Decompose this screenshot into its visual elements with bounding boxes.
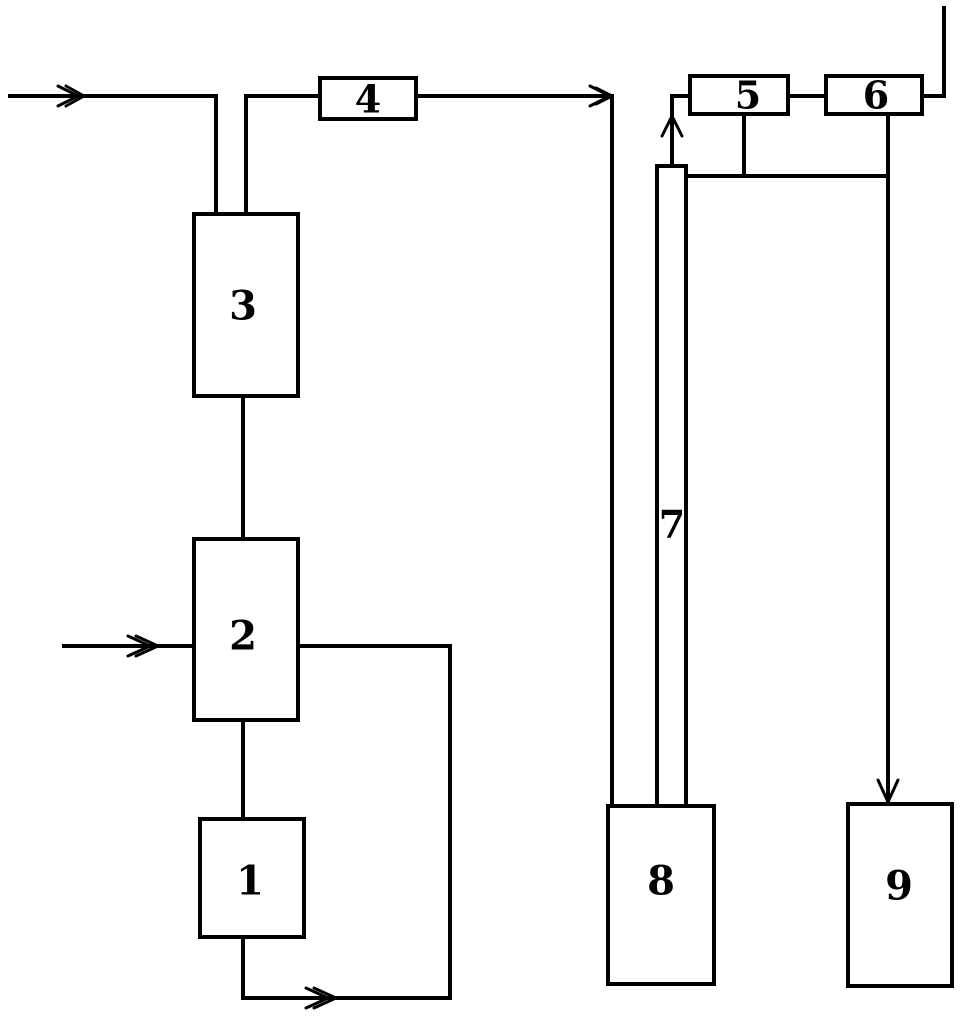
arrow-top-inlet-2	[64, 84, 86, 108]
unit-6: 6	[824, 73, 924, 118]
unit-6-label: 6	[863, 73, 889, 118]
unit-9-box	[846, 802, 954, 988]
unit-8-box	[606, 804, 716, 986]
unit-1: 1	[198, 817, 306, 939]
arrow-feed-2-b	[134, 634, 160, 658]
arrow-top-inlet	[56, 84, 80, 108]
left-pipes	[8, 94, 614, 1000]
unit-8-label: 8	[647, 858, 675, 905]
equipment: 3 2 1 4 5 6 8 9 7	[192, 73, 954, 988]
arrow-up-7	[660, 114, 684, 138]
unit-5-box	[688, 74, 790, 116]
unit-3-box	[192, 212, 300, 398]
unit-6-box	[824, 74, 924, 116]
unit-4-label: 4	[355, 77, 381, 122]
pipe-recycle-loop	[241, 644, 452, 1000]
right-pipes	[655, 6, 946, 808]
unit-3-label: 3	[229, 283, 257, 330]
unit-1-label: 1	[236, 858, 264, 905]
pipe-6-outlet	[920, 6, 946, 98]
pipe-4-to-8	[414, 94, 614, 808]
unit-9: 9	[846, 802, 954, 988]
unit-4: 4	[318, 76, 418, 122]
pipe-7-to-5	[670, 94, 692, 168]
unit-5: 5	[688, 73, 790, 118]
unit-2: 2	[192, 537, 300, 722]
unit-9-label: 9	[885, 863, 913, 910]
unit-1-box	[198, 817, 306, 939]
pipe-top-inlet	[8, 94, 218, 216]
pipe-3-to-4	[244, 94, 322, 216]
arrow-to-column-2	[594, 86, 614, 106]
unit-8: 8	[606, 804, 716, 986]
unit-4-box	[318, 76, 418, 121]
arrow-recycle	[304, 986, 330, 1010]
unit-3: 3	[192, 212, 300, 398]
unit-2-label: 2	[229, 613, 257, 660]
unit-5-label: 5	[735, 73, 761, 118]
column-7	[655, 164, 688, 808]
flow-arrows	[56, 84, 900, 1010]
unit-2-box	[192, 537, 300, 722]
arrow-feed-2	[126, 634, 152, 658]
arrow-recycle-b	[312, 986, 338, 1010]
unit-7-label: 7	[659, 502, 685, 547]
